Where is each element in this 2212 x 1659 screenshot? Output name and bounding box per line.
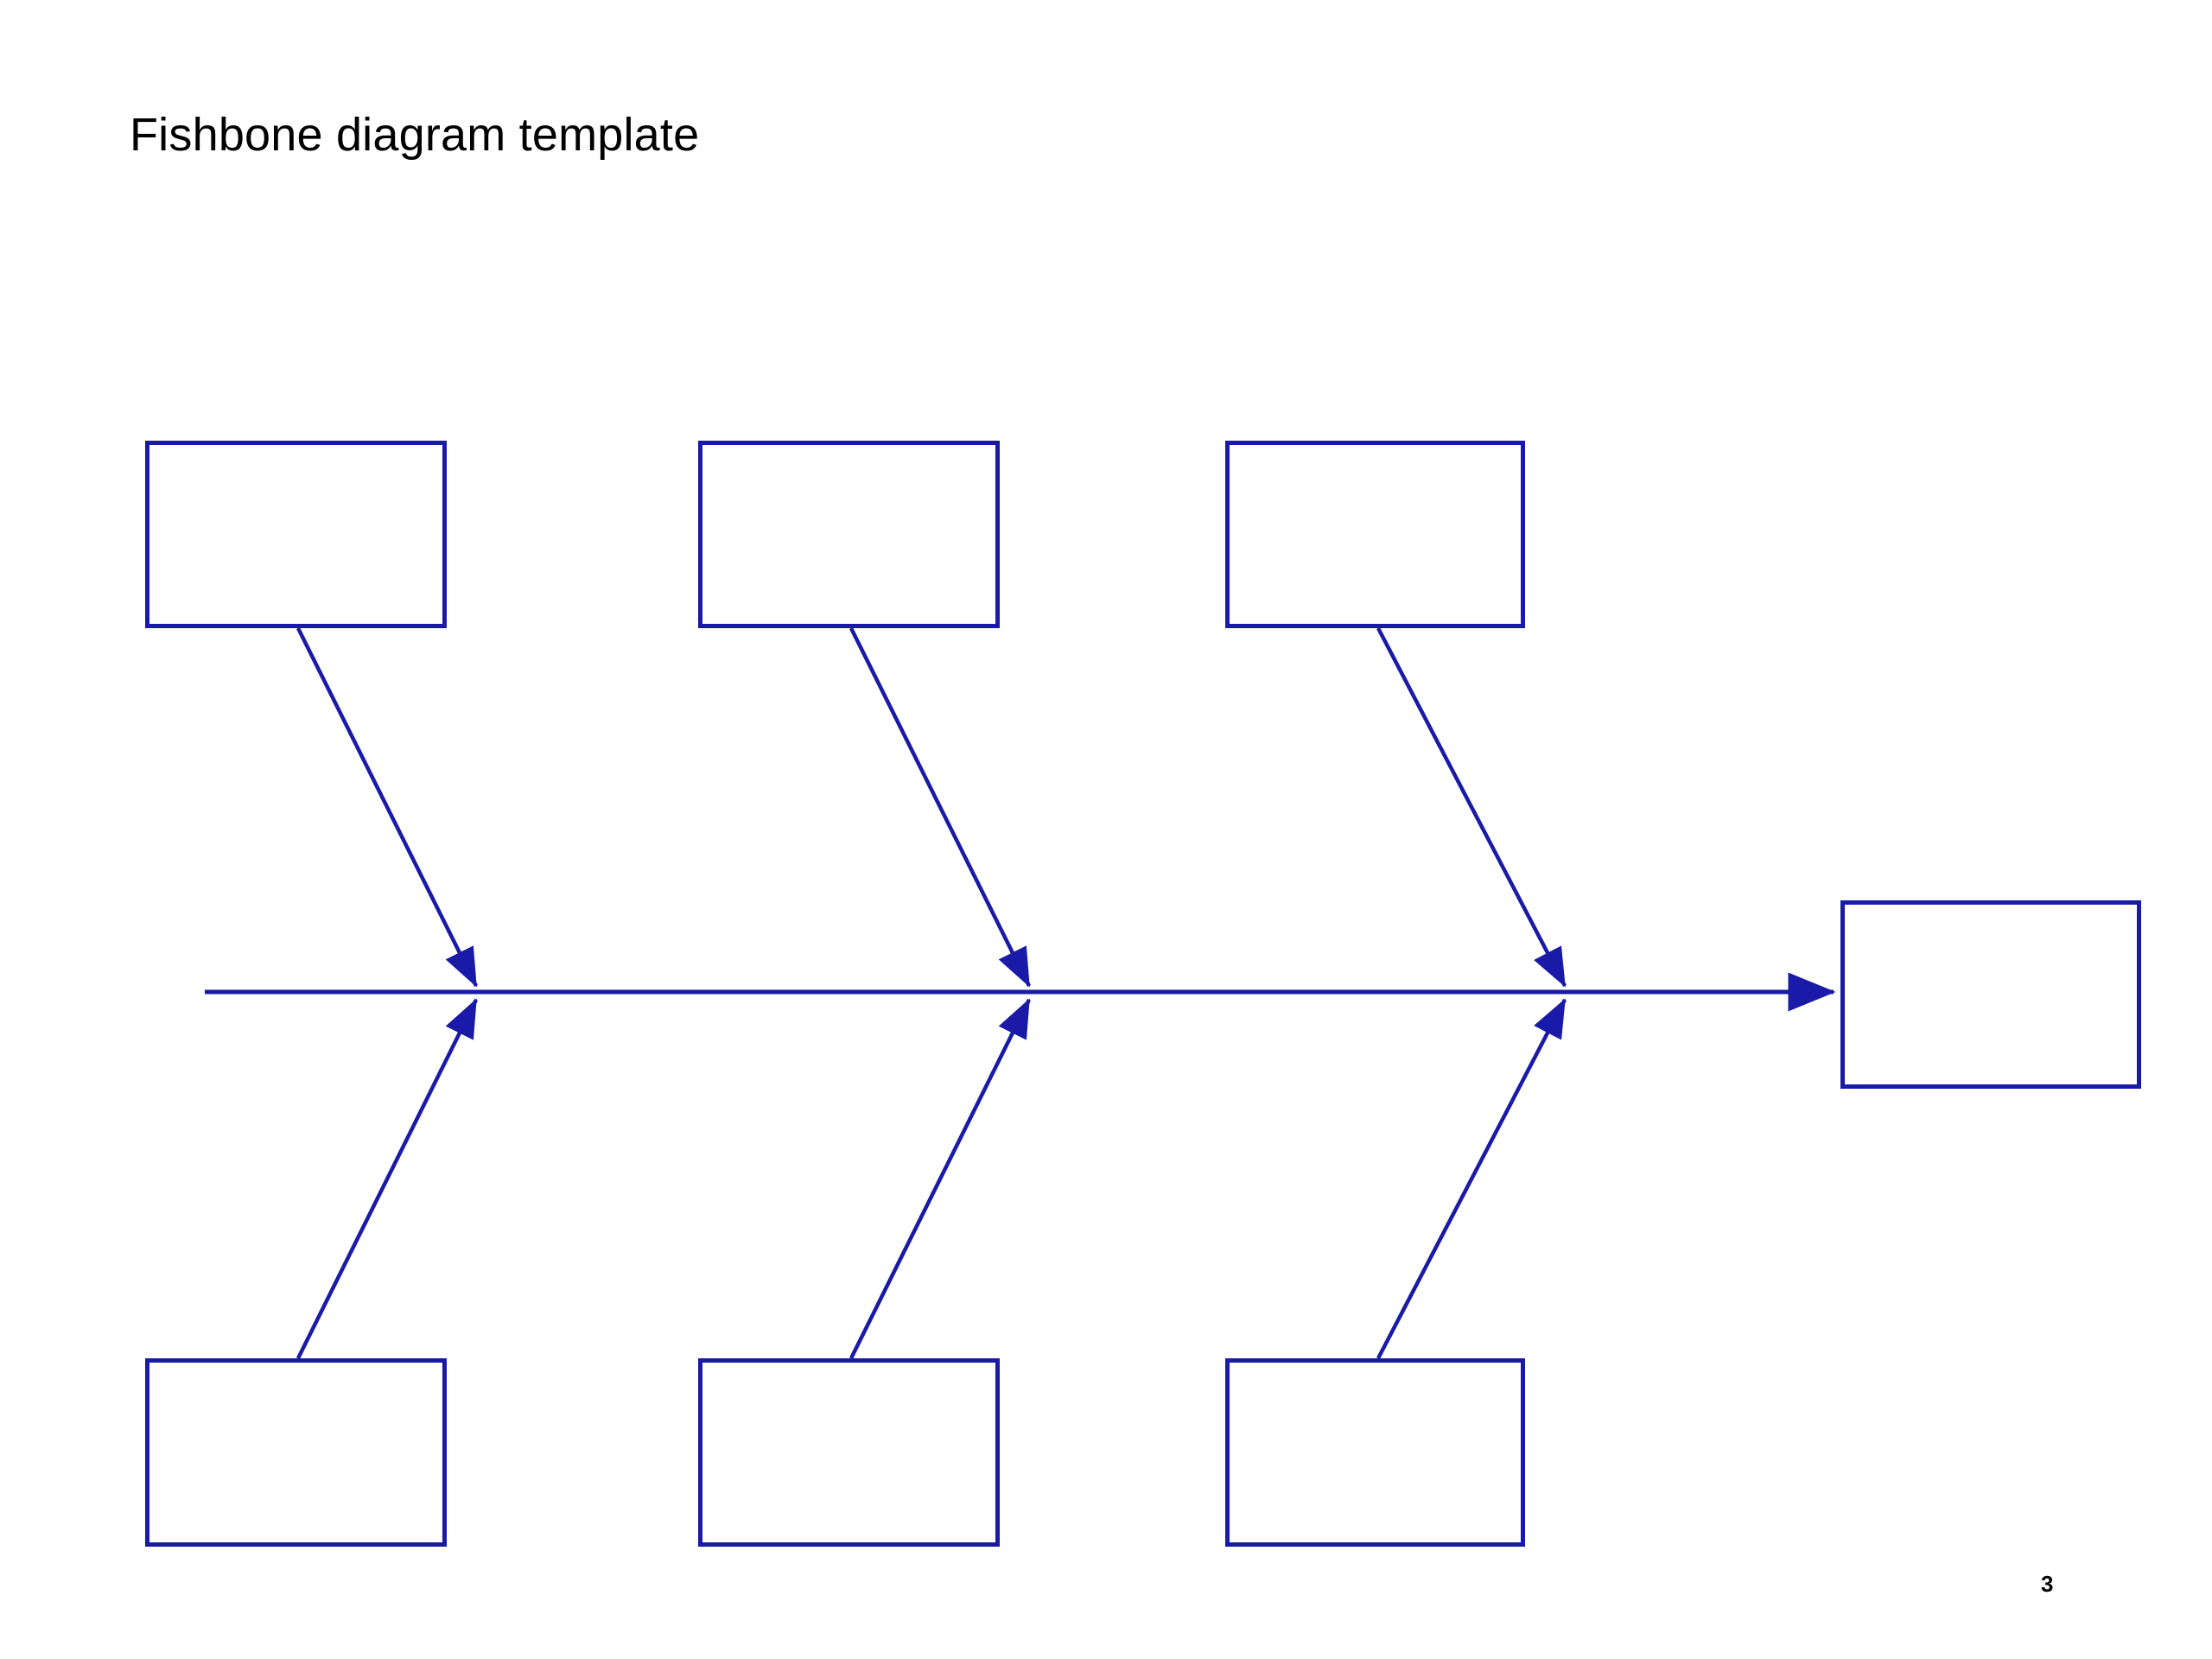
effect-box[interactable]: [1840, 900, 2141, 1089]
fishbone-branches-bottom: [296, 998, 1567, 1360]
branch-line-bottom-2: [849, 998, 1032, 1360]
branch-line-top-2: [849, 626, 1032, 988]
category-box-top-1[interactable]: [145, 441, 447, 628]
category-box-bottom-1-label: [149, 1363, 442, 1542]
category-box-top-1-label: [149, 445, 442, 624]
category-box-bottom-3-label: [1230, 1363, 1521, 1542]
effect-box-label: [1845, 905, 2137, 1084]
category-box-bottom-1[interactable]: [145, 1358, 447, 1547]
branch-line-bottom-1: [296, 998, 479, 1360]
fishbone-branches-top: [296, 626, 1567, 988]
category-box-bottom-2-label: [702, 1363, 995, 1542]
category-box-top-2-label: [702, 445, 995, 624]
category-box-bottom-3[interactable]: [1225, 1358, 1525, 1547]
category-box-top-3-label: [1230, 445, 1521, 624]
branch-line-top-3: [1376, 626, 1567, 988]
category-box-top-3[interactable]: [1225, 441, 1525, 628]
category-box-top-2[interactable]: [698, 441, 1000, 628]
page-number: 3: [2041, 1571, 2054, 1597]
page-title: Fishbone diagram template: [130, 109, 700, 161]
branch-line-top-1: [296, 626, 479, 988]
category-box-bottom-2[interactable]: [698, 1358, 1000, 1547]
branch-line-bottom-3: [1376, 998, 1567, 1360]
